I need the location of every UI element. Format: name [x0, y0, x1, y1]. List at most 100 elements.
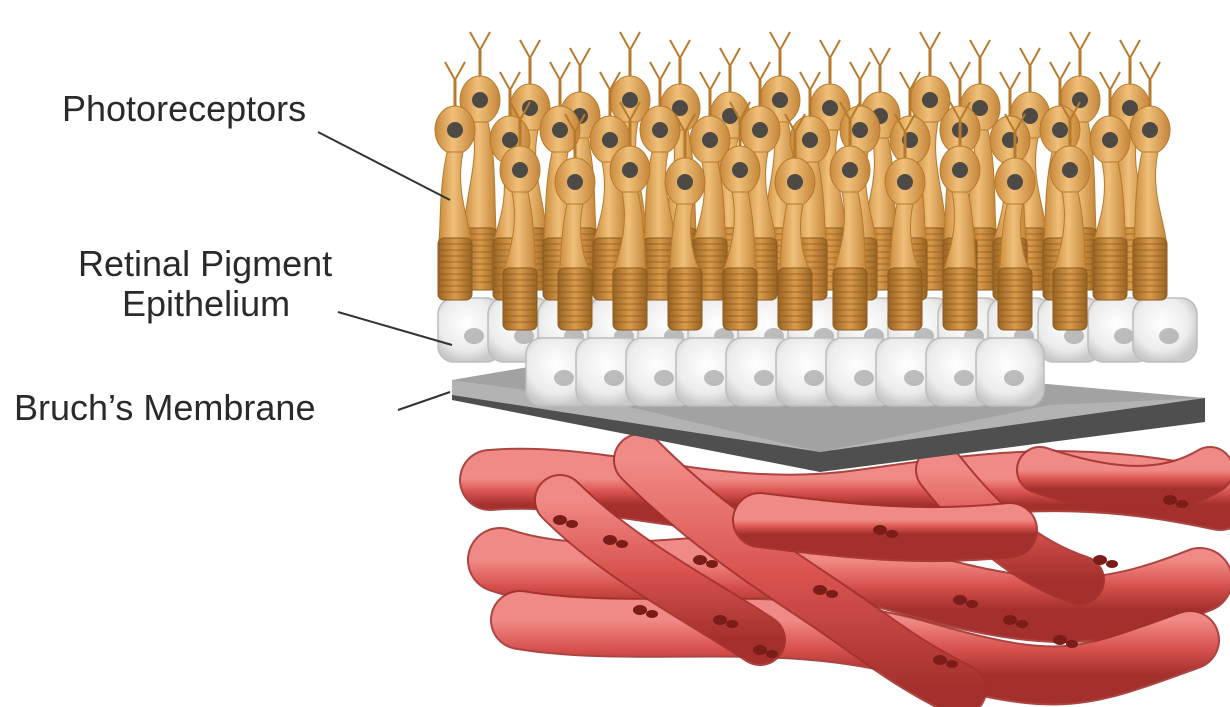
- red-blood-cell: [1176, 500, 1188, 508]
- rpe-nucleus: [554, 370, 574, 386]
- outer-segment: [1093, 238, 1127, 300]
- nucleus: [677, 174, 693, 190]
- rpe-nucleus: [604, 370, 624, 386]
- nucleus: [822, 100, 838, 116]
- outer-segment: [833, 268, 867, 330]
- outer-segment: [1053, 268, 1087, 330]
- outer-segment: [888, 268, 922, 330]
- red-blood-cell: [873, 525, 887, 535]
- rpe-nucleus: [704, 370, 724, 386]
- red-blood-cell: [966, 600, 978, 608]
- synaptic-terminal: [550, 62, 570, 80]
- synaptic-terminal: [870, 48, 890, 66]
- red-blood-cell: [886, 530, 898, 538]
- synaptic-terminal: [1070, 32, 1090, 50]
- red-blood-cell: [1066, 640, 1078, 648]
- rpe-label-line2: Epithelium: [122, 283, 290, 325]
- red-blood-cell: [1003, 615, 1017, 625]
- outer-segment: [723, 268, 757, 330]
- outer-segment: [998, 268, 1032, 330]
- synaptic-terminal: [470, 32, 490, 50]
- rpe-nucleus: [1159, 328, 1179, 344]
- nucleus: [622, 92, 638, 108]
- synaptic-terminal: [1020, 48, 1040, 66]
- inner-segment: [1134, 152, 1166, 240]
- nucleus: [447, 122, 463, 138]
- nucleus: [1007, 174, 1023, 190]
- synaptic-terminal: [970, 40, 990, 58]
- red-blood-cell: [566, 520, 578, 528]
- synaptic-terminal: [850, 62, 870, 80]
- red-blood-cell: [946, 660, 958, 668]
- choroid-blood-vessels: [490, 460, 1220, 690]
- rpe-nucleus: [854, 370, 874, 386]
- photoreceptors-label: Photoreceptors: [62, 88, 306, 130]
- nucleus: [502, 132, 518, 148]
- photoreceptor-layer: [435, 32, 1170, 330]
- rpe-nucleus: [954, 370, 974, 386]
- red-blood-cell: [1106, 560, 1118, 568]
- synaptic-terminal: [1050, 62, 1070, 80]
- outer-segment: [1133, 238, 1167, 300]
- vessel-tube: [1040, 470, 1210, 489]
- red-blood-cell: [826, 590, 838, 598]
- synaptic-terminal: [1000, 72, 1020, 90]
- synaptic-terminal: [445, 62, 465, 80]
- synaptic-terminal: [770, 32, 790, 50]
- synaptic-terminal: [670, 40, 690, 58]
- outer-segment: [668, 268, 702, 330]
- red-blood-cell: [706, 560, 718, 568]
- nucleus: [1142, 122, 1158, 138]
- rpe-nucleus: [1114, 328, 1134, 344]
- synaptic-terminal: [650, 62, 670, 80]
- nucleus: [752, 122, 768, 138]
- red-blood-cell: [1093, 555, 1107, 565]
- synaptic-terminal: [950, 62, 970, 80]
- synaptic-terminal: [500, 72, 520, 90]
- red-blood-cell: [813, 585, 827, 595]
- nucleus: [512, 162, 528, 178]
- red-blood-cell: [693, 555, 707, 565]
- outer-segment: [943, 268, 977, 330]
- rpe-leader: [338, 312, 452, 345]
- red-blood-cell: [726, 620, 738, 628]
- nucleus: [1052, 122, 1068, 138]
- bruchs-leader: [398, 392, 450, 410]
- red-blood-cell: [616, 540, 628, 548]
- synaptic-terminal: [1140, 62, 1160, 80]
- synaptic-terminal: [620, 32, 640, 50]
- red-blood-cell: [1163, 495, 1177, 505]
- nucleus: [802, 132, 818, 148]
- outer-segment: [438, 238, 472, 300]
- red-blood-cell: [933, 655, 947, 665]
- red-blood-cell: [1053, 635, 1067, 645]
- nucleus: [852, 122, 868, 138]
- rpe-label-line1: Retinal Pigment: [78, 243, 332, 285]
- leader-lines: [318, 132, 452, 410]
- red-blood-cell: [753, 645, 767, 655]
- red-blood-cell: [646, 610, 658, 618]
- nucleus: [787, 174, 803, 190]
- outer-segment: [613, 268, 647, 330]
- rpe-nucleus: [904, 370, 924, 386]
- nucleus: [567, 174, 583, 190]
- nucleus: [897, 174, 913, 190]
- red-blood-cell: [766, 650, 778, 658]
- synaptic-terminal: [1100, 72, 1120, 90]
- outer-segment: [558, 268, 592, 330]
- nucleus: [472, 92, 488, 108]
- nucleus: [602, 132, 618, 148]
- nucleus: [952, 162, 968, 178]
- nucleus: [732, 162, 748, 178]
- rpe-nucleus: [754, 370, 774, 386]
- nucleus: [842, 162, 858, 178]
- rpe-nucleus: [804, 370, 824, 386]
- red-blood-cell: [603, 535, 617, 545]
- synaptic-terminal: [800, 72, 820, 90]
- red-blood-cell: [633, 605, 647, 615]
- bruchs-membrane-label: Bruch’s Membrane: [14, 387, 315, 429]
- rpe-nucleus: [464, 328, 484, 344]
- nucleus: [652, 122, 668, 138]
- nucleus: [772, 92, 788, 108]
